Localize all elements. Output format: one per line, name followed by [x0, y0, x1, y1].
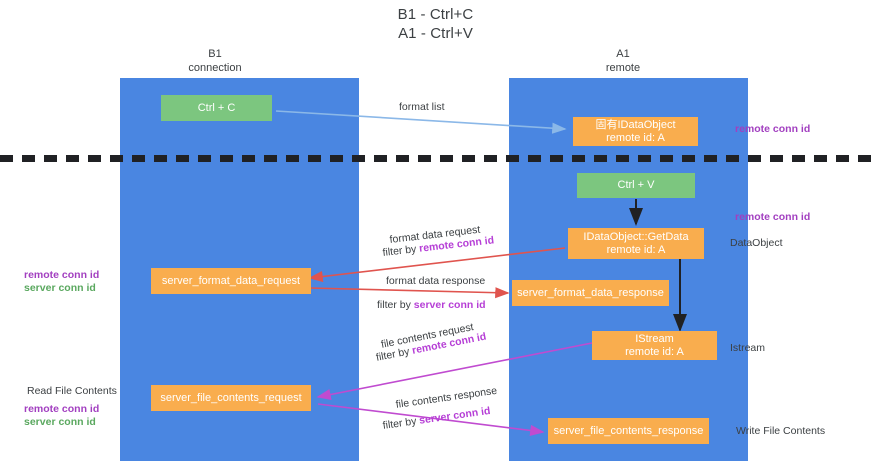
annotation-remote-conn-id-top: remote conn id	[735, 123, 811, 135]
box-ctrl-v-label: Ctrl + V	[617, 179, 655, 191]
arrow-file-contents-request	[316, 342, 593, 401]
annotation-left-server-conn-id-1: server conn id	[24, 282, 96, 294]
filter-prefix: filter by	[377, 299, 414, 311]
box-idataobject[interactable]: 固有IDataObject remote id: A	[573, 117, 698, 146]
box-server-format-data-response[interactable]: server_format_data_response	[512, 280, 669, 306]
box-idataobject-getdata[interactable]: IDataObject::GetData remote id: A	[568, 228, 704, 259]
edge-label-format-data-response-filter: filter by server conn id	[377, 299, 486, 312]
box-server-format-data-request-label: server_format_data_request	[161, 274, 301, 287]
box-server-format-data-response-label: server_format_data_response	[517, 286, 664, 299]
column-header-b1-name: B1	[208, 48, 222, 60]
box-server-file-contents-response[interactable]: server_file_contents_response	[548, 418, 709, 444]
box-server-format-data-request[interactable]: server_format_data_request	[151, 268, 311, 294]
box-ctrl-v[interactable]: Ctrl + V	[577, 173, 695, 198]
arrow-format-data-response	[309, 287, 510, 299]
box-istream-line-2: remote id: A	[625, 345, 684, 358]
annotation-read-file-contents: Read File Contents	[27, 385, 117, 397]
filter-key-server-conn-id: server conn id	[413, 299, 486, 311]
annotation-left-remote-conn-id-2: remote conn id	[24, 403, 100, 415]
box-getdata-line-2: remote id: A	[606, 243, 666, 256]
box-istream[interactable]: IStream remote id: A	[592, 331, 717, 360]
box-server-file-contents-request-label: server_file_contents_request	[160, 391, 302, 404]
annotation-istream: Istream	[730, 342, 766, 354]
box-getdata-line-1: IDataObject::GetData	[583, 230, 689, 243]
arrow-file-contents-response	[317, 403, 545, 436]
box-ctrl-c-label: Ctrl + C	[197, 101, 236, 114]
title-line-2: A1 - Ctrl+V	[398, 25, 473, 42]
column-header-b1-role: connection	[188, 62, 242, 74]
annotation-remote-conn-id-mid: remote conn id	[735, 211, 811, 223]
arrow-format-data-request	[308, 247, 566, 283]
box-istream-line-1: IStream	[635, 332, 674, 345]
column-header-a1: A1 remote	[548, 47, 698, 75]
annotation-left-remote-conn-id-1: remote conn id	[24, 269, 100, 281]
edge-label-format-data-response: format data response	[386, 275, 486, 287]
column-header-a1-role: remote	[605, 62, 641, 74]
box-ctrl-c[interactable]: Ctrl + C	[161, 95, 272, 121]
box-idataobject-line-2: remote id: A	[606, 131, 665, 144]
arrow-format-list	[275, 110, 567, 134]
annotation-write-file-contents: Write File Contents	[736, 425, 826, 437]
box-server-file-contents-request[interactable]: server_file_contents_request	[151, 385, 311, 411]
column-header-b1: B1 connection	[140, 47, 290, 75]
box-idataobject-line-1: 固有IDataObject	[595, 118, 676, 131]
box-server-file-contents-response-label: server_file_contents_response	[553, 424, 704, 437]
divider-dashed-line	[0, 155, 871, 162]
diagram-title: B1 - Ctrl+C A1 - Ctrl+V	[0, 5, 871, 43]
title-line-1: B1 - Ctrl+C	[397, 6, 474, 23]
edge-label-format-list: format list	[399, 101, 445, 113]
annotation-left-server-conn-id-2: server conn id	[24, 416, 96, 428]
column-header-a1-name: A1	[616, 48, 630, 60]
annotation-dataobject: DataObject	[730, 237, 783, 249]
